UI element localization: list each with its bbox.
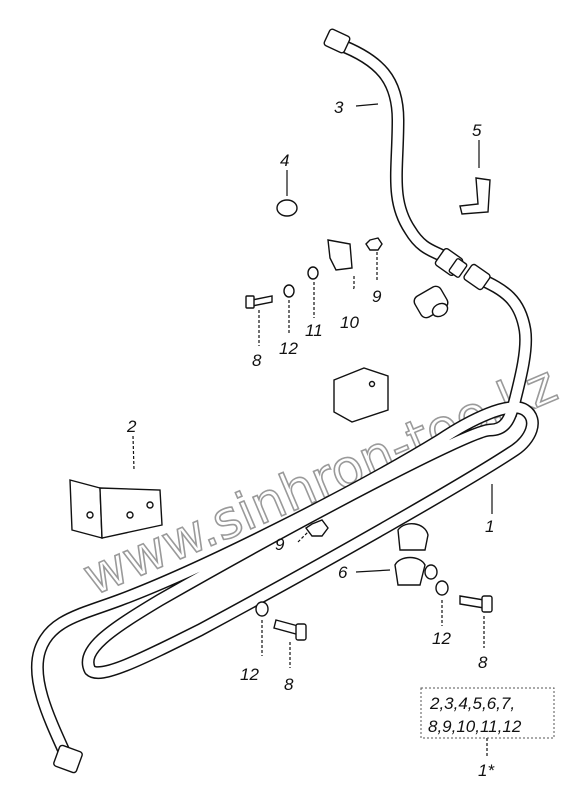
washer-part-12-right <box>424 564 438 580</box>
kit-composition-box: 2,3,4,5,6,7, 8,9,10,11,12 1* <box>420 687 555 780</box>
bracket-part-5 <box>459 177 491 215</box>
kit-label: 1* <box>478 761 495 780</box>
callout-9-upper: 9 <box>372 287 382 306</box>
callout-11: 11 <box>305 321 323 340</box>
nut-part-9-lower <box>304 519 329 537</box>
callout-4: 4 <box>280 151 289 170</box>
callout-12-right: 12 <box>432 629 451 648</box>
bolt-part-8-upper <box>245 295 273 309</box>
bolt-part-8-left <box>273 619 307 641</box>
washer-part-11 <box>307 266 319 280</box>
nut-part-9-upper <box>365 237 383 251</box>
coupling-connector <box>413 285 449 319</box>
callout-1: 1 <box>485 517 494 536</box>
callout-5: 5 <box>472 121 482 140</box>
kit-line-1: 2,3,4,5,6,7, <box>429 694 515 713</box>
bolt-part-8-right <box>459 595 493 613</box>
clip-part-10 <box>327 239 353 271</box>
leader-lines <box>132 103 493 758</box>
callout-8-left: 8 <box>284 675 294 694</box>
kit-line-2: 8,9,10,11,12 <box>428 717 522 736</box>
callout-8-right: 8 <box>478 653 488 672</box>
washer-part-12-left <box>255 601 269 617</box>
washer-part-12-lower-right <box>435 580 449 596</box>
callout-2: 2 <box>126 417 137 436</box>
tube-part-3 <box>323 28 468 278</box>
callout-8-upper: 8 <box>252 351 262 370</box>
callout-10: 10 <box>340 313 359 332</box>
clamp-part-6 <box>394 523 429 586</box>
callout-12-upper: 12 <box>279 339 298 358</box>
callout-12-left: 12 <box>240 665 259 684</box>
tube-part-1 <box>30 263 539 774</box>
plug-part-4 <box>276 199 298 217</box>
washer-part-12-upper <box>283 284 295 298</box>
tube-mount-bracket <box>333 367 389 423</box>
bracket-part-2 <box>69 479 163 539</box>
callout-6: 6 <box>338 563 348 582</box>
callout-3: 3 <box>334 98 344 117</box>
callout-9-lower: 9 <box>275 535 285 554</box>
